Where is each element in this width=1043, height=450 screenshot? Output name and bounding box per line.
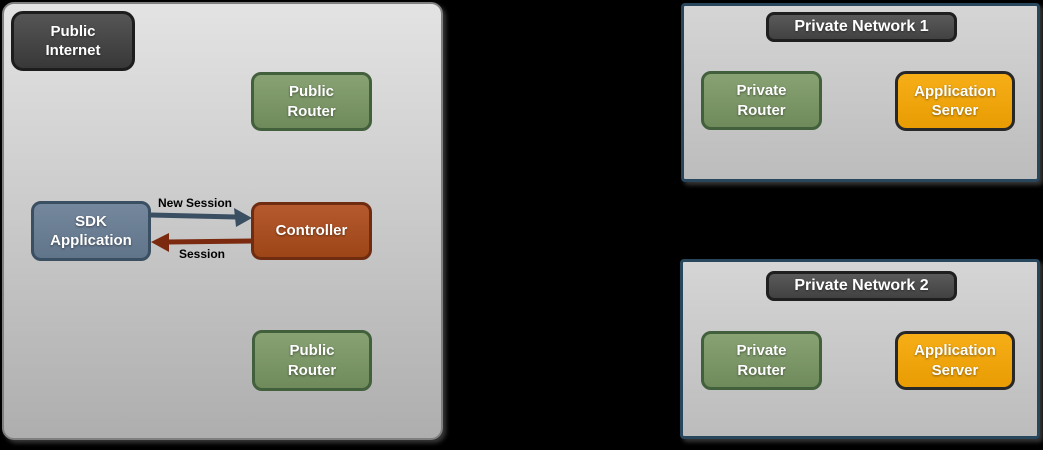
private-network-2-title: Private Network 2 — [794, 276, 929, 294]
private-network-1-app-server-label: Application Server — [914, 82, 996, 119]
private-network-2-router-label: Private Router — [736, 342, 787, 379]
controller-node: Controller — [251, 202, 372, 260]
private-network-2-app-server-node: Application Server — [895, 331, 1015, 390]
private-network-1-zone: Private Network 1 Private Router Applica… — [681, 3, 1040, 182]
private-network-1-app-server-node: Application Server — [895, 71, 1015, 131]
controller-label: Controller — [275, 222, 348, 240]
private-network-1-title-box: Private Network 1 — [766, 12, 957, 42]
new-session-arrow-label: New Session — [157, 196, 233, 210]
sdk-application-node: SDK Application — [31, 201, 151, 261]
private-network-2-title-box: Private Network 2 — [766, 271, 957, 301]
public-internet-zone: Public Internet Public Router SDK Applic… — [2, 2, 443, 440]
sdk-application-label: SDK Application — [50, 212, 132, 249]
private-network-2-router-node: Private Router — [701, 331, 822, 390]
public-internet-label: Public Internet — [45, 22, 101, 59]
public-internet-label-box: Public Internet — [11, 11, 135, 71]
public-router-bottom-label: Public Router — [287, 342, 337, 379]
public-router-bottom-node: Public Router — [252, 330, 372, 391]
public-router-top-label: Public Router — [287, 83, 336, 120]
new-session-arrow — [150, 208, 252, 227]
private-network-2-zone: Private Network 2 Private Router Applica… — [680, 259, 1040, 439]
private-network-2-app-server-label: Application Server — [914, 342, 996, 379]
session-arrow-label: Session — [178, 247, 226, 261]
private-network-1-title: Private Network 1 — [794, 17, 929, 35]
private-network-1-router-label: Private Router — [736, 82, 787, 119]
private-network-1-router-node: Private Router — [701, 71, 822, 130]
public-router-top-node: Public Router — [251, 72, 372, 131]
